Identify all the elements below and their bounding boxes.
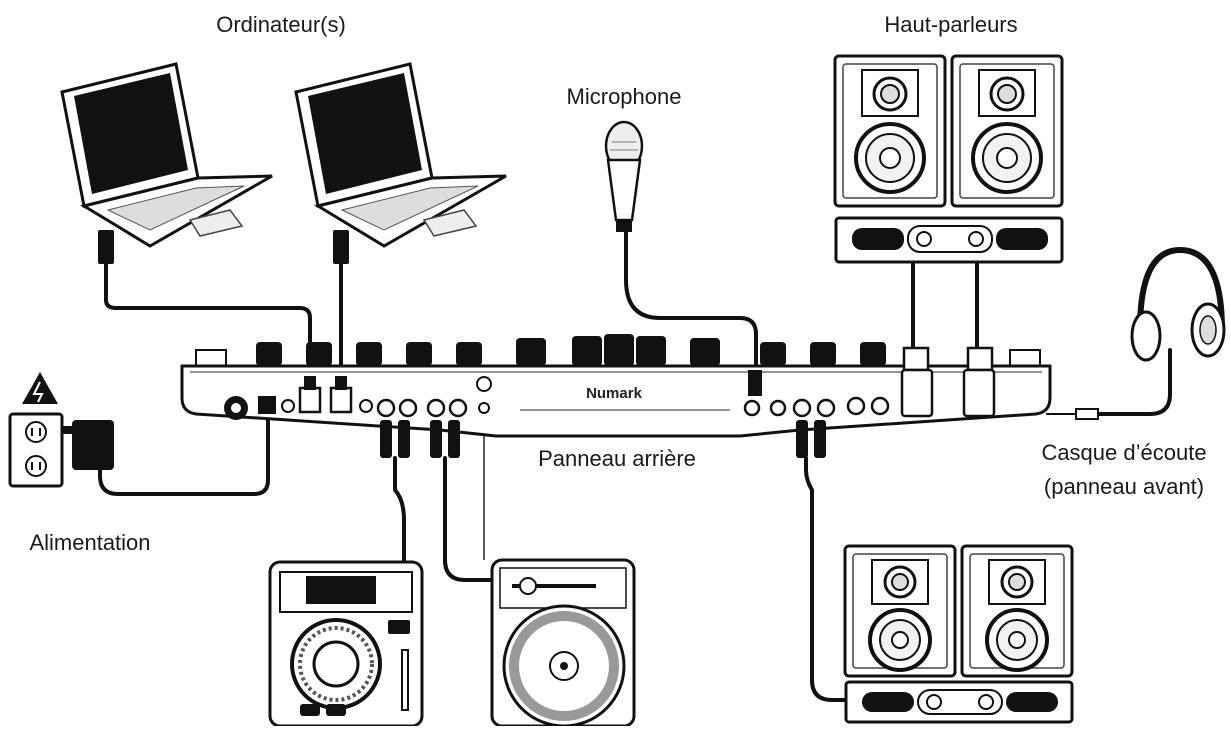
power-adapter: [62, 420, 114, 470]
microphone-cable: [624, 228, 758, 392]
microphone: [604, 120, 644, 232]
headphone-cable: [1093, 348, 1172, 416]
headphones: [1046, 246, 1226, 420]
controller-brand: Numark: [586, 385, 643, 402]
speaker-pair-main: [833, 54, 1064, 208]
usb-cable-1: [104, 260, 312, 402]
rca-cable-cd: [393, 456, 406, 562]
label-headphones-line2: (panneau avant): [1043, 474, 1205, 499]
dj-controller: Numark: [180, 334, 1052, 458]
cables: [98, 228, 1172, 702]
label-microphone: Microphone: [566, 84, 682, 109]
cd-player: [268, 560, 424, 728]
label-headphones-line1: Casque d’écoute: [1041, 440, 1207, 465]
power-outlet: [8, 372, 64, 488]
label-speakers: Haut-parleurs: [884, 12, 1018, 37]
amplifier-booth: [844, 680, 1074, 724]
turntable: [490, 558, 636, 728]
laptop-1: [60, 62, 273, 264]
rca-cable-booth: [804, 456, 850, 702]
laptop-2: [294, 62, 507, 264]
amplifier-main: [834, 216, 1064, 264]
label-computers: Ordinateur(s): [216, 12, 346, 37]
label-power: Alimentation: [29, 530, 151, 555]
power-cable: [98, 410, 270, 496]
speaker-pair-booth: [843, 544, 1074, 678]
label-rear-panel: Panneau arrière: [538, 446, 696, 471]
